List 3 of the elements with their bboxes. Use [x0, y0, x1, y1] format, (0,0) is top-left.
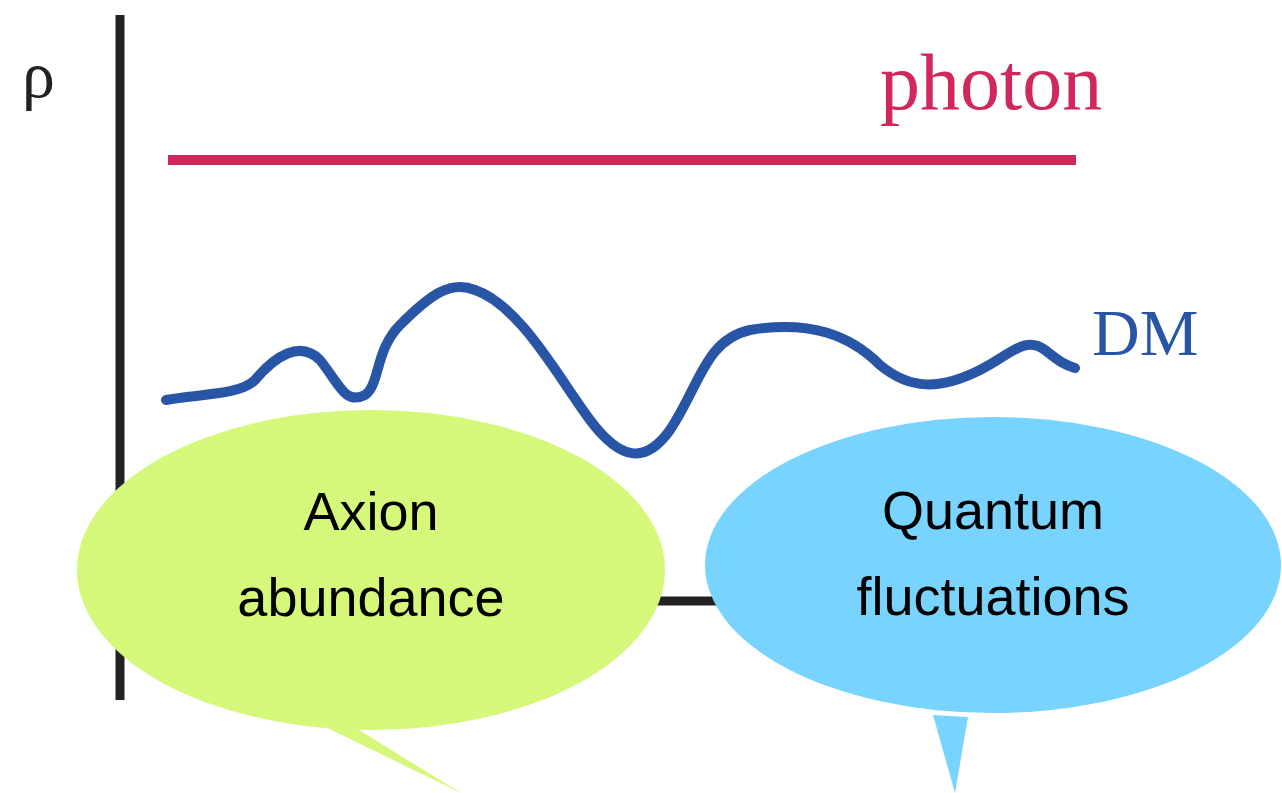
bubble-text: Axion abundance [236, 480, 506, 630]
series-label: DM [1092, 300, 1199, 366]
bubble-text: Quantum fluctuations [855, 479, 1131, 629]
